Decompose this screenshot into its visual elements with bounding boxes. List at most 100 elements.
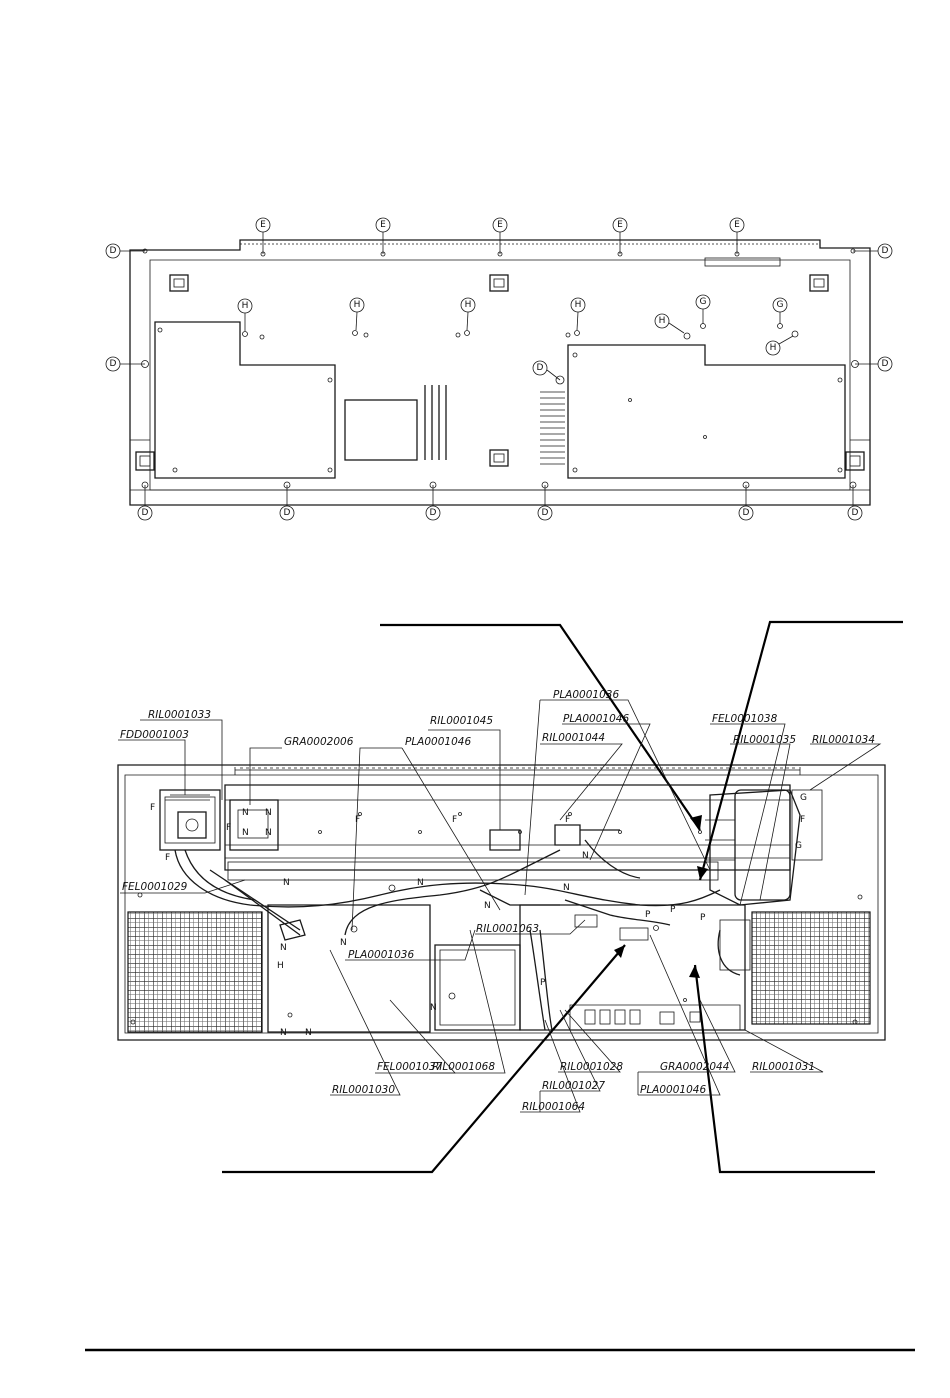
callout-h-4: H xyxy=(575,300,582,310)
label-ril0001028: RIL0001028 xyxy=(560,1061,623,1073)
label-fel0001037: FEL0001037 xyxy=(377,1061,443,1073)
callout-g-1: G xyxy=(700,297,707,307)
right-cover-plate xyxy=(567,344,846,479)
mark-h-1: H xyxy=(277,961,284,971)
wire-harness xyxy=(174,824,741,1031)
center-vent-slots xyxy=(424,385,447,460)
label-pla0001046-top: PLA0001046 xyxy=(405,736,471,748)
mark-f-3: F xyxy=(226,823,231,833)
callout-e-1: E xyxy=(260,220,266,230)
right-speaker-grille xyxy=(751,911,871,1025)
mark-f-5: F xyxy=(452,815,457,825)
label-pla0001036-bottom: PLA0001036 xyxy=(348,949,414,961)
right-module xyxy=(705,789,823,971)
center-opening xyxy=(344,399,418,461)
mark-n-1: N xyxy=(242,808,249,818)
part-labels: RIL0001033 FDD0001003 GRA0002006 RIL0001… xyxy=(120,689,875,1113)
leader-lines xyxy=(118,699,882,1113)
callout-h-2: H xyxy=(354,300,361,310)
label-fel0001038: FEL0001038 xyxy=(712,713,778,725)
mark-n-14: N xyxy=(563,883,570,893)
screws xyxy=(141,248,859,489)
callout-e-4: E xyxy=(617,220,623,230)
callout-d-9: D xyxy=(542,508,549,518)
callout-h-5: H xyxy=(659,316,666,326)
mark-n-7: N xyxy=(484,901,491,911)
board-components xyxy=(574,914,701,1025)
label-ril0001063: RIL0001063 xyxy=(476,923,539,935)
transformer-box xyxy=(434,944,521,1031)
callout-d-1: D xyxy=(110,246,117,256)
label-fdd0001003: FDD0001003 xyxy=(120,729,189,741)
mark-n-13: N xyxy=(582,851,589,861)
label-ril0001033: RIL0001033 xyxy=(148,709,211,721)
mark-g-2: G xyxy=(795,841,802,851)
mark-p-3: P xyxy=(700,913,706,923)
label-ril0001064: RIL0001064 xyxy=(522,1101,585,1113)
callout-d-10: D xyxy=(743,508,750,518)
mark-f-4: F xyxy=(355,815,360,825)
callout-d-11: D xyxy=(852,508,859,518)
top-view: E E E E E D D D D D D D D xyxy=(105,217,893,521)
top-inner-panel xyxy=(149,259,851,491)
callout-g-group: G G xyxy=(695,294,788,324)
left-speaker-grille xyxy=(127,911,263,1033)
label-fel0001029: FEL0001029 xyxy=(122,881,188,893)
label-ril0001031: RIL0001031 xyxy=(752,1061,815,1073)
callout-g-2: G xyxy=(777,300,784,310)
bottom-housing-outline xyxy=(117,764,886,1041)
mark-n-8: N xyxy=(340,938,347,948)
callout-e-5: E xyxy=(734,220,740,230)
label-ril0001044: RIL0001044 xyxy=(542,732,605,744)
callout-e-2: E xyxy=(380,220,386,230)
mark-g-1: G xyxy=(800,793,807,803)
mark-p-4: P xyxy=(540,978,546,988)
mark-n-2: N xyxy=(242,828,249,838)
callout-h-group: H H H H H H xyxy=(237,297,794,356)
mark-p-1: P xyxy=(645,910,651,920)
mark-n-6: N xyxy=(417,878,424,888)
label-pla0001036-top: PLA0001036 xyxy=(553,689,619,701)
label-pla0001046-bottom: PLA0001046 xyxy=(640,1084,706,1096)
mark-p-2: P xyxy=(670,905,676,915)
label-ril0001035: RIL0001035 xyxy=(733,734,796,746)
mark-f-2: F xyxy=(165,853,170,863)
callout-d-5: D xyxy=(537,363,544,373)
callout-d-3: D xyxy=(110,359,117,369)
callout-e-3: E xyxy=(497,220,503,230)
label-ril0001027: RIL0001027 xyxy=(542,1080,605,1092)
bottom-screws xyxy=(130,812,863,1025)
mark-n-4: N xyxy=(265,828,272,838)
callout-d-4: D xyxy=(882,359,889,369)
label-ril0001068: RIL0001068 xyxy=(432,1061,495,1073)
label-ril0001030: RIL0001030 xyxy=(332,1084,395,1096)
right-vent-slots xyxy=(540,391,565,465)
top-housing-outline xyxy=(129,239,871,506)
mark-f-1: F xyxy=(150,803,155,813)
label-gra0002044: GRA0002044 xyxy=(660,1061,729,1073)
mark-n-12: N xyxy=(430,1003,437,1013)
callout-h-6: H xyxy=(770,343,777,353)
callout-h-1: H xyxy=(242,301,249,311)
mark-n-11: N xyxy=(305,1028,312,1038)
label-ril0001034: RIL0001034 xyxy=(812,734,875,746)
callout-d-8: D xyxy=(430,508,437,518)
mark-n-5: N xyxy=(283,878,290,888)
callout-d-7: D xyxy=(284,508,291,518)
floppy-drive-assembly xyxy=(159,789,221,851)
main-board xyxy=(519,904,746,1031)
pointer-arrows xyxy=(222,620,903,1174)
callout-h-3: H xyxy=(465,300,472,310)
left-cover-plate xyxy=(154,321,336,479)
label-ril0001045: RIL0001045 xyxy=(430,715,493,727)
label-gra0002006: GRA0002006 xyxy=(284,736,354,748)
callout-d-group: D D D D D D D D D D D xyxy=(105,243,893,521)
mark-n-9: N xyxy=(280,943,287,953)
bottom-view: RIL0001033 FDD0001003 GRA0002006 RIL0001… xyxy=(117,620,903,1174)
mark-n-10: N xyxy=(280,1028,287,1038)
rubber-feet xyxy=(135,274,865,471)
mark-f-6: F xyxy=(565,815,570,825)
callout-e-group: E E E E E xyxy=(255,217,745,254)
mark-n-3: N xyxy=(265,808,272,818)
